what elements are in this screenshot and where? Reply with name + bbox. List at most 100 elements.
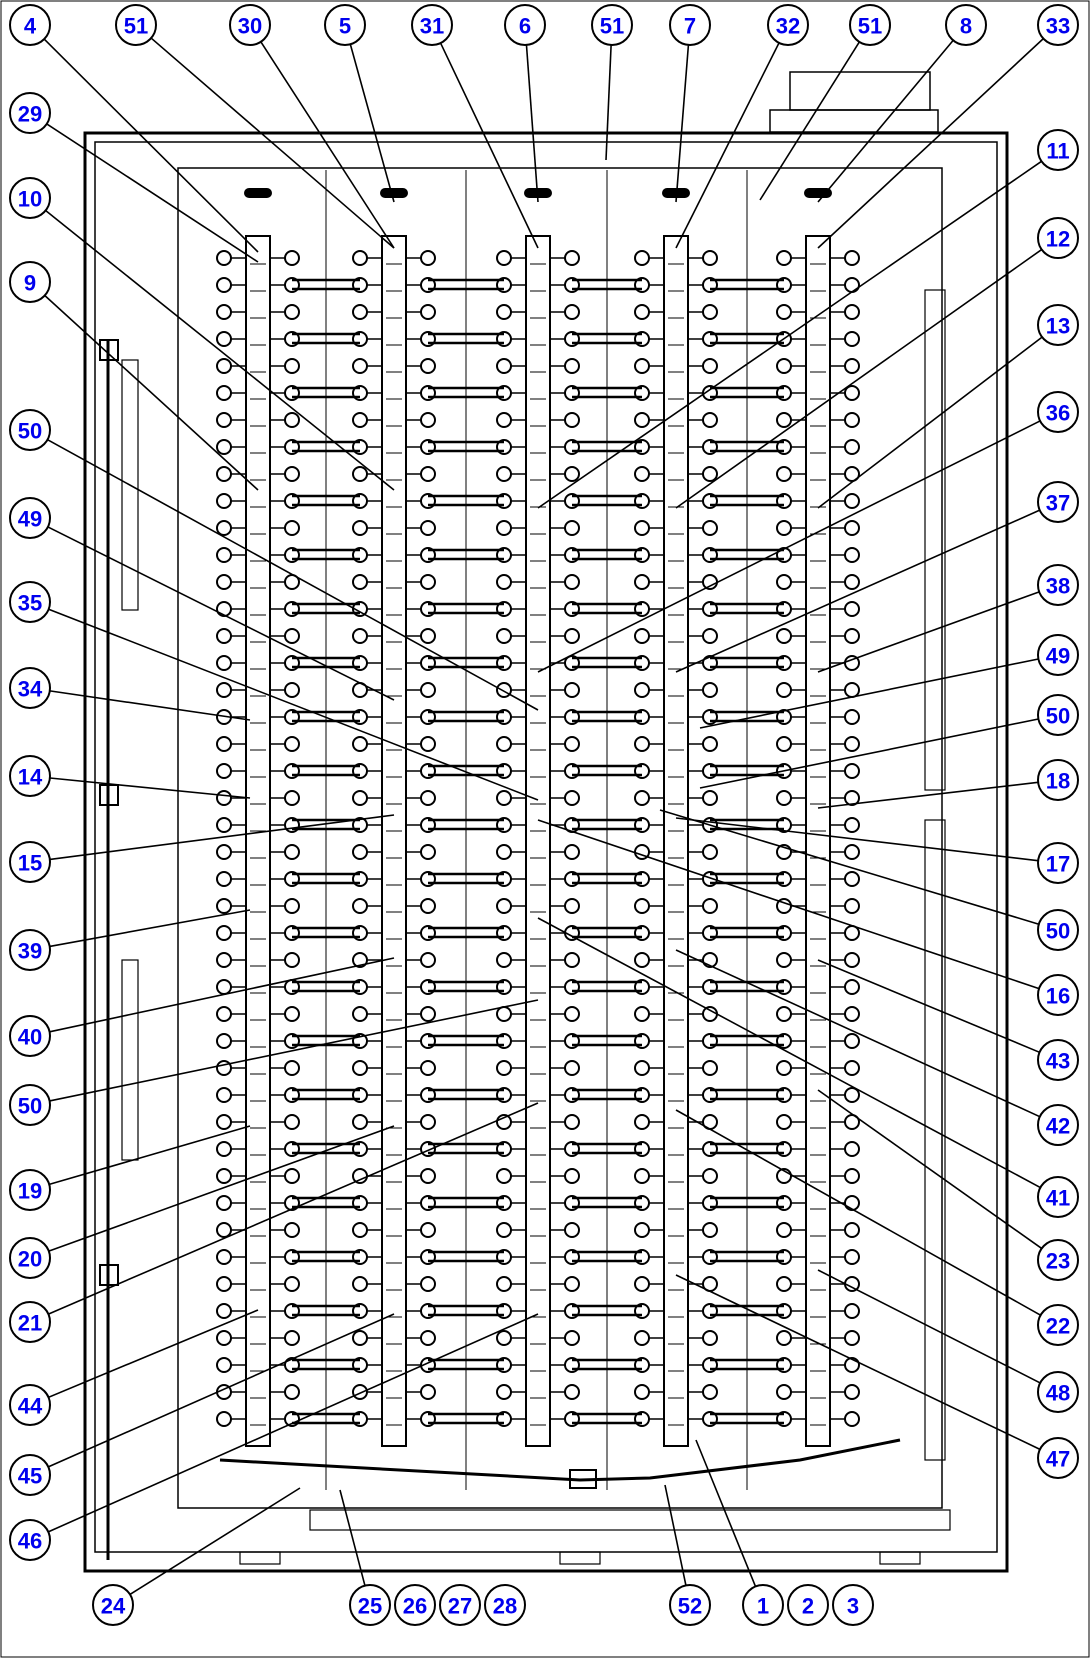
callout-label: 40: [18, 1025, 42, 1050]
leader-line-14: [49, 777, 251, 799]
leader-line-33: [817, 38, 1044, 249]
callout-circle: [1037, 481, 1079, 523]
callout-8: 8: [945, 4, 987, 46]
callout-3: 3: [832, 1584, 874, 1626]
leader-line-24: [129, 1487, 301, 1596]
callout-label: 49: [1046, 644, 1070, 669]
callout-circle: [1037, 1437, 1079, 1479]
leader-line-21: [48, 1102, 539, 1315]
callout-29: 29: [9, 92, 51, 134]
callout-44: 44: [9, 1384, 51, 1426]
callout-circle: [9, 1084, 51, 1126]
callout-circle: [742, 1584, 784, 1626]
callout-43: 43: [1037, 1039, 1079, 1081]
callout-52: 52: [669, 1584, 711, 1626]
callout-label: 42: [1046, 1114, 1070, 1139]
callout-circle: [115, 4, 157, 46]
callout-circle: [9, 841, 51, 883]
callout-label: 41: [1046, 1186, 1070, 1211]
leader-line-20: [48, 1125, 395, 1252]
callout-label: 47: [1046, 1447, 1070, 1472]
callout-circle: [9, 667, 51, 709]
callout-24: 24: [92, 1584, 134, 1626]
leader-line-36: [537, 420, 1041, 673]
leader-line-51: [150, 37, 395, 249]
leader-line-51: [759, 41, 861, 201]
leader-line-50: [659, 809, 1040, 925]
callout-16: 16: [1037, 974, 1079, 1016]
callout-label: 7: [684, 14, 696, 39]
leader-line-34: [49, 690, 251, 721]
leader-line-45: [47, 1313, 395, 1468]
leader-line-7: [675, 44, 690, 203]
leader-line-16: [537, 819, 1040, 990]
callout-27: 27: [439, 1584, 481, 1626]
callout-circle: [1037, 129, 1079, 171]
callout-circle: [92, 1584, 134, 1626]
callout-21: 21: [9, 1301, 51, 1343]
leader-line-48: [817, 1269, 1041, 1384]
callout-label: 39: [18, 939, 42, 964]
callout-circle: [1037, 304, 1079, 346]
callout-circle: [1037, 564, 1079, 606]
callout-circle: [1037, 909, 1079, 951]
callout-circle: [9, 929, 51, 971]
callout-label: 50: [18, 419, 42, 444]
callout-label: 51: [858, 14, 882, 39]
callout-30: 30: [229, 4, 271, 46]
callout-circle: [832, 1584, 874, 1626]
terminal-strip-1: [216, 188, 300, 1447]
callout-label: 48: [1046, 1381, 1070, 1406]
leader-line-10: [45, 209, 395, 491]
callout-42: 42: [1037, 1104, 1079, 1146]
leader-line-15: [49, 814, 395, 861]
callout-circle: [1037, 759, 1079, 801]
leader-line-4: [43, 38, 259, 253]
leader-line-11: [537, 160, 1042, 509]
leader-line-38: [817, 591, 1040, 673]
callout-label: 13: [1046, 314, 1070, 339]
callout-circle: [945, 4, 987, 46]
callout-label: 6: [519, 14, 531, 39]
callout-circle: [9, 1519, 51, 1561]
callout-34: 34: [9, 667, 51, 709]
callout-9: 9: [9, 261, 51, 303]
callout-label: 44: [18, 1394, 43, 1419]
leader-line-29: [46, 123, 259, 263]
leader-line-41: [537, 917, 1041, 1189]
leader-line-50: [47, 438, 539, 711]
callout-label: 46: [18, 1529, 42, 1554]
callout-39: 39: [9, 929, 51, 971]
callout-48: 48: [1037, 1371, 1079, 1413]
callout-circle: [9, 92, 51, 134]
callout-label: 21: [18, 1311, 42, 1336]
callout-51: 51: [849, 4, 891, 46]
callout-23: 23: [1037, 1239, 1079, 1281]
callout-41: 41: [1037, 1176, 1079, 1218]
callout-circle: [767, 4, 809, 46]
callout-label: 14: [18, 765, 43, 790]
callout-circle: [1037, 4, 1079, 46]
callout-circle: [1037, 1104, 1079, 1146]
callout-label: 15: [18, 851, 42, 876]
callout-13: 13: [1037, 304, 1079, 346]
callout-label: 50: [18, 1094, 42, 1119]
callout-label: 35: [18, 591, 42, 616]
wire-bundle-2: [428, 170, 504, 1490]
callout-11: 11: [1037, 129, 1079, 171]
callout-18: 18: [1037, 759, 1079, 801]
callout-4: 4: [9, 4, 51, 46]
callout-50: 50: [9, 1084, 51, 1126]
callout-label: 20: [18, 1247, 42, 1272]
leader-line-8: [817, 39, 954, 203]
callout-label: 3: [847, 1594, 859, 1619]
callout-label: 32: [776, 14, 800, 39]
callout-circle: [9, 581, 51, 623]
callout-label: 12: [1046, 227, 1070, 252]
callout-label: 24: [101, 1594, 126, 1619]
leader-line-30: [260, 41, 395, 249]
leader-line-13: [817, 336, 1043, 509]
callout-label: 27: [448, 1594, 472, 1619]
callout-circle: [9, 177, 51, 219]
